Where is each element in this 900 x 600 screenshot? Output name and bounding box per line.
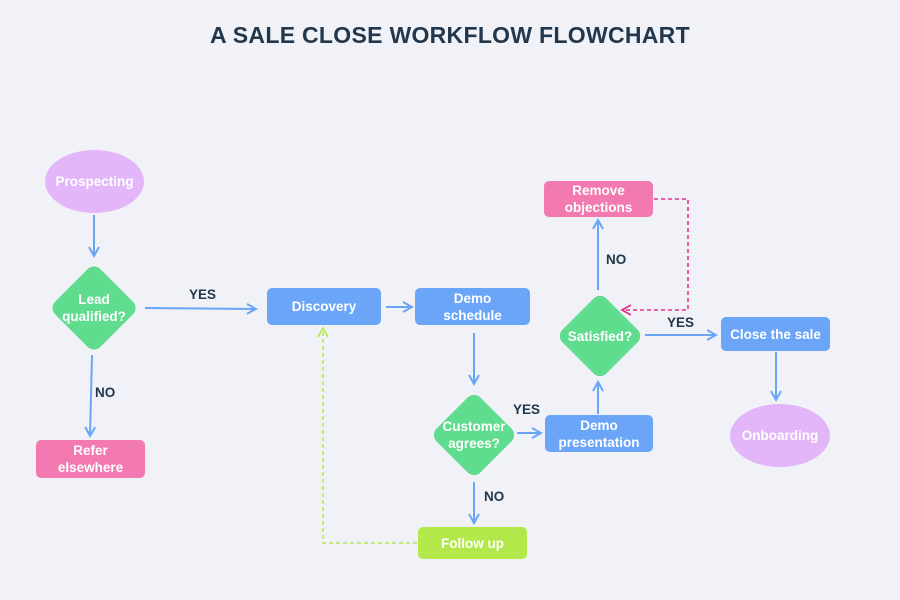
node-remove-objections: Remove objections bbox=[544, 181, 653, 217]
node-close-the-sale: Close the sale bbox=[721, 317, 830, 351]
node-label: Remove objections bbox=[564, 183, 633, 215]
node-label: Demo schedule bbox=[443, 290, 502, 323]
node-label: Lead qualified? bbox=[62, 292, 126, 324]
arrow-follow-up-to-discovery bbox=[317, 326, 417, 544]
node-label: Refer elsewhere bbox=[57, 443, 124, 475]
edge-label-lead-no: NO bbox=[95, 385, 116, 400]
node-demo-schedule: Demo schedule bbox=[415, 288, 530, 325]
node-prospecting: Prospecting bbox=[45, 150, 144, 213]
page-title: A SALE CLOSE WORKFLOW FLOWCHART bbox=[210, 22, 690, 48]
node-follow-up: Follow up bbox=[418, 527, 527, 559]
node-refer-elsewhere: Refer elsewhere bbox=[36, 440, 145, 478]
node-demo-presentation: Demo presentation bbox=[545, 415, 653, 452]
decision-lead-qualified: Lead qualified? bbox=[45, 259, 143, 357]
node-discovery: Discovery bbox=[267, 288, 381, 325]
edge-label-satisfied-yes: YES bbox=[667, 315, 695, 330]
node-label: Demo presentation bbox=[558, 417, 640, 450]
node-label: Follow up bbox=[441, 535, 504, 551]
node-label: Satisfied? bbox=[567, 328, 633, 344]
node-label: Discovery bbox=[291, 299, 357, 314]
arrow-lead-yes-to-discovery bbox=[144, 308, 256, 309]
edge-label-customer-yes: YES bbox=[513, 402, 541, 417]
node-onboarding: Onboarding bbox=[730, 404, 830, 467]
edge-label-satisfied-no: NO bbox=[606, 252, 627, 267]
edge-label-lead-yes: YES bbox=[189, 287, 217, 302]
decision-customer-agrees: Customer agrees? bbox=[428, 389, 520, 481]
node-label: Close the sale bbox=[730, 326, 821, 342]
node-label: Onboarding bbox=[741, 428, 819, 443]
node-label: Prospecting bbox=[55, 174, 134, 189]
arrow-remove-objections-to-satisfied bbox=[620, 198, 689, 316]
decision-satisfied: Satisfied? bbox=[555, 292, 645, 380]
arrow-lead-no-to-refer bbox=[90, 354, 92, 436]
node-label: Customer agrees? bbox=[442, 419, 506, 451]
edge-label-customer-no: NO bbox=[484, 489, 505, 504]
